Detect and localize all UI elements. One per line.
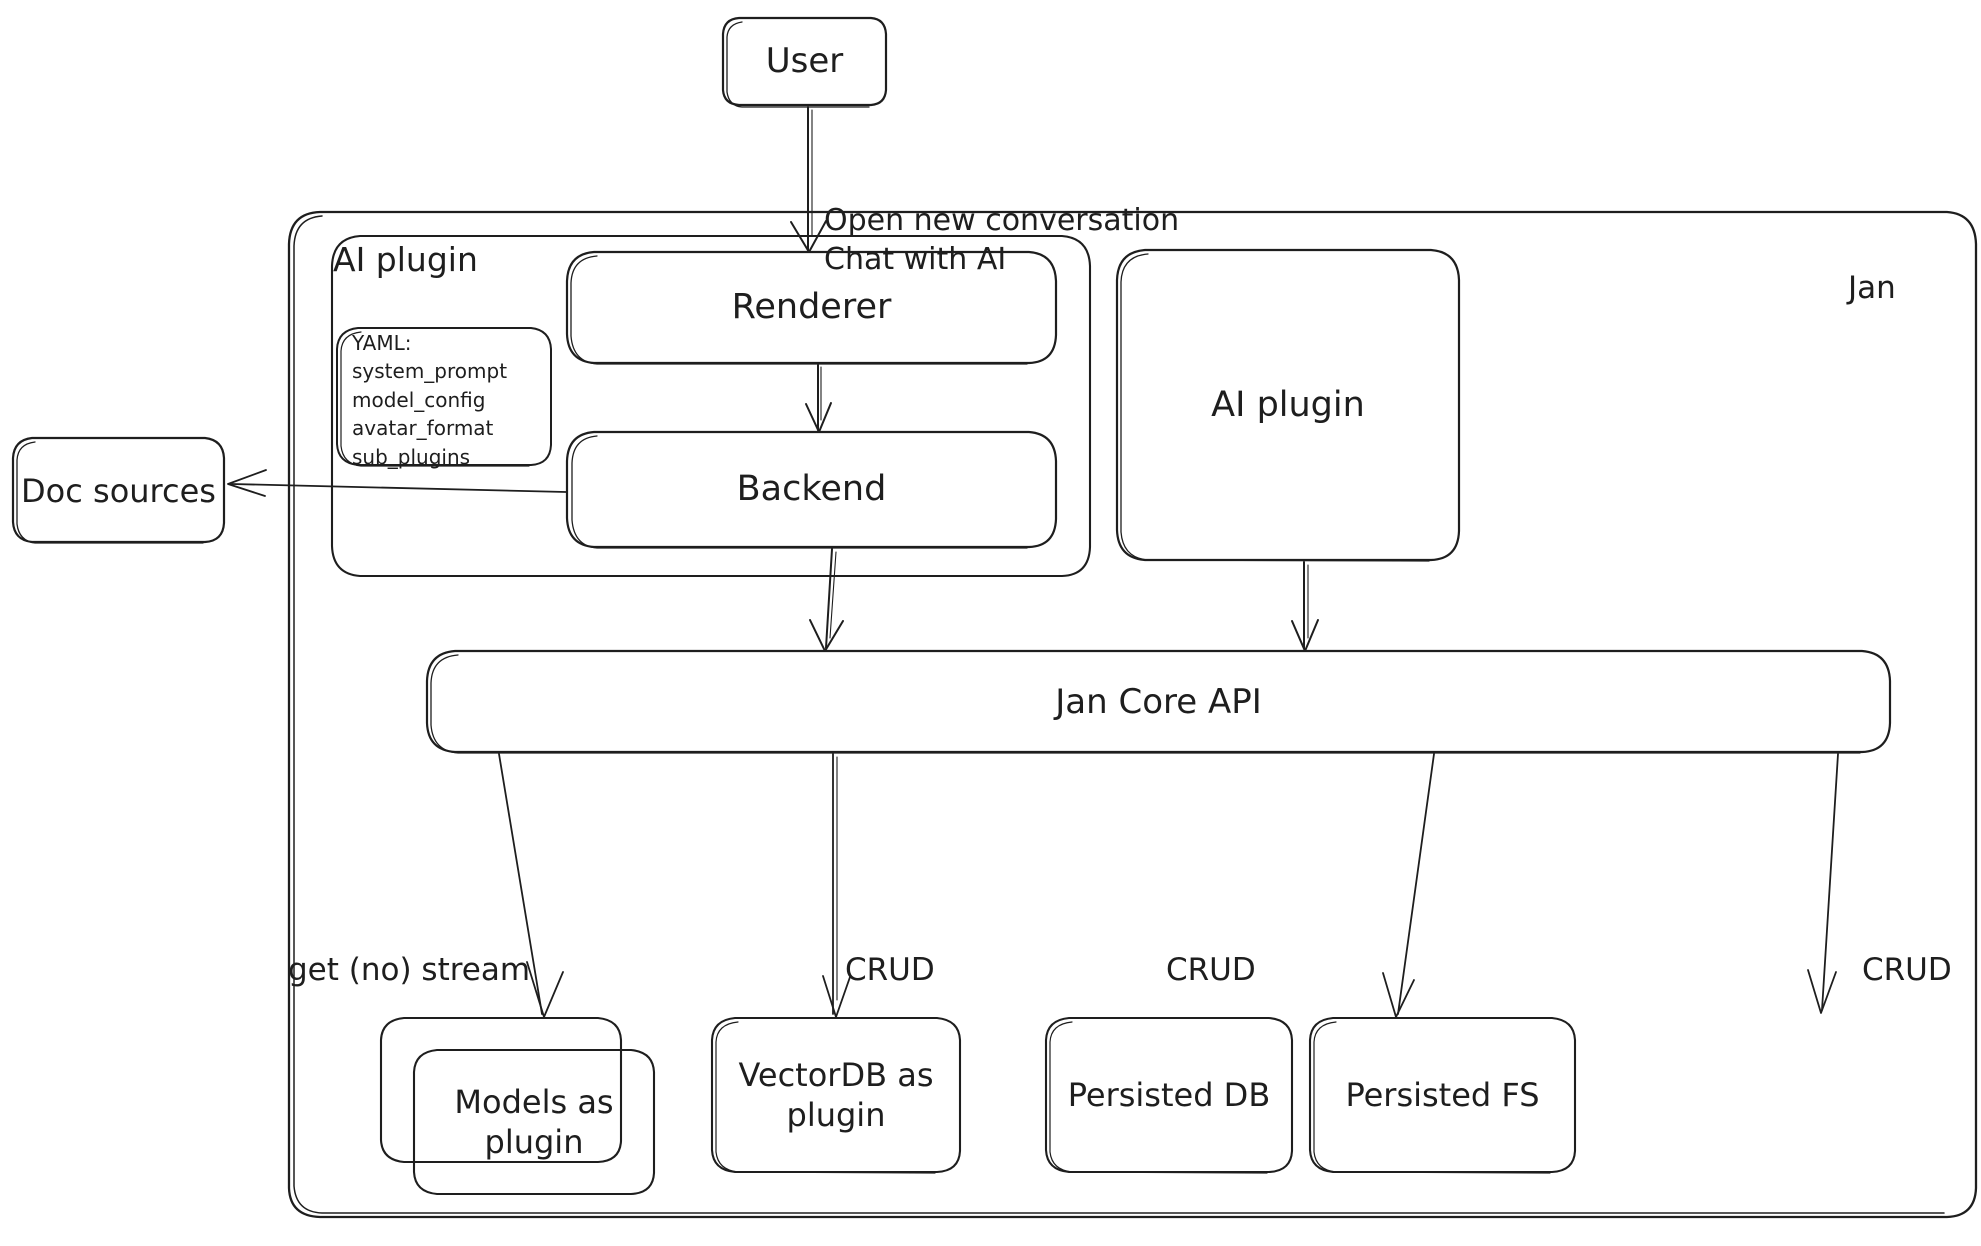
renderer-box-label: Renderer bbox=[731, 287, 892, 328]
models-plugin-front-card bbox=[412, 1048, 656, 1196]
vectordb-plugin-box-outline bbox=[710, 1016, 962, 1174]
user-box-label: User bbox=[765, 41, 844, 82]
arrow-core-to-models bbox=[498, 753, 543, 1015]
yaml-box[interactable]: YAML: system_prompt model_config avatar_… bbox=[352, 331, 548, 469]
arrow-core-to-persisted-db-head bbox=[1382, 972, 1415, 1018]
backend-box-outline bbox=[565, 430, 1058, 549]
ai-plugin-box[interactable]: AI plugin bbox=[1117, 250, 1459, 561]
persisted-fs-box-outline bbox=[1308, 1016, 1577, 1174]
persisted-db-box[interactable]: Persisted DB bbox=[1046, 1018, 1292, 1172]
jan-core-api-box-outline bbox=[425, 649, 1892, 754]
doc-sources-box-outline bbox=[11, 436, 226, 544]
doc-sources-box-outline-2 bbox=[16, 441, 204, 544]
jan-core-api-box-outline-2 bbox=[430, 654, 1861, 754]
edge-label-user-to-renderer-text: Open new conversation Chat with AI bbox=[824, 203, 1180, 277]
yaml-item-system-prompt: system_prompt bbox=[352, 359, 508, 384]
ai-plugin-group-outline bbox=[330, 234, 1092, 578]
jan-core-api-box-label: Jan Core API bbox=[1055, 681, 1262, 722]
persisted-db-box-label: Persisted DB bbox=[1067, 1076, 1271, 1114]
backend-box-label: Backend bbox=[736, 469, 887, 510]
arrow-core-to-persisted-db bbox=[1397, 753, 1435, 1015]
renderer-box-outline bbox=[565, 250, 1058, 365]
models-plugin-back-card bbox=[379, 1016, 623, 1164]
yaml-box-outline bbox=[336, 327, 552, 466]
persisted-fs-box-label: Persisted FS bbox=[1345, 1076, 1540, 1114]
edge-label-core-to-models: get (no) stream bbox=[288, 952, 531, 988]
jan-core-api-box[interactable]: Jan Core API bbox=[427, 651, 1890, 753]
yaml-box-outline-2 bbox=[340, 331, 530, 467]
yaml-item-model-config: model_config bbox=[352, 387, 486, 412]
models-plugin-box[interactable]: Models as plugin bbox=[414, 1050, 654, 1194]
vectordb-plugin-box-label: VectorDB as plugin bbox=[738, 1056, 934, 1134]
arrow-core-to-models-head bbox=[526, 961, 564, 1018]
renderer-box-outline-2 bbox=[570, 255, 1028, 365]
user-box-outline-2 bbox=[726, 21, 870, 108]
persisted-fs-box-outline-2 bbox=[1313, 1021, 1551, 1174]
arrow-core-to-persisted-fs bbox=[1821, 753, 1839, 1011]
backend-box-outline-2 bbox=[571, 435, 1028, 549]
arrow-core-to-vectordb-head bbox=[822, 975, 851, 1018]
edge-label-core-to-persisted-db: CRUD bbox=[1166, 952, 1256, 988]
arrow-backend-to-doc-sources-head bbox=[227, 469, 267, 497]
ai-plugin-box-label: AI plugin bbox=[1211, 384, 1365, 425]
user-box[interactable]: User bbox=[723, 18, 886, 105]
jan-container-label: Jan bbox=[1848, 270, 1896, 306]
models-plugin-box-label: Models as plugin bbox=[454, 1083, 614, 1161]
edge-label-core-to-persisted-fs: CRUD bbox=[1862, 952, 1952, 988]
persisted-db-box-outline bbox=[1044, 1016, 1294, 1174]
persisted-fs-box[interactable]: Persisted FS bbox=[1310, 1018, 1575, 1172]
arrow-renderer-to-backend-head bbox=[805, 402, 832, 433]
arrow-core-to-persisted-fs-head bbox=[1807, 969, 1837, 1014]
yaml-item-avatar-format: avatar_format bbox=[352, 416, 494, 441]
yaml-item-sub-plugins: sub_plugins bbox=[352, 444, 471, 469]
ai-plugin-box-outline bbox=[1115, 248, 1461, 562]
renderer-box[interactable]: Renderer bbox=[567, 252, 1056, 364]
arrow-user-to-renderer-head bbox=[790, 220, 827, 253]
edge-label-user-to-renderer: Open new conversation Chat with AI bbox=[824, 123, 1179, 318]
vectordb-plugin-box-outline-2 bbox=[715, 1021, 936, 1174]
arrow-backend-to-core-2 bbox=[829, 551, 837, 639]
edge-label-core-to-vectordb: CRUD bbox=[845, 952, 935, 988]
arrow-backend-to-core-head bbox=[809, 619, 844, 652]
persisted-db-box-outline-2 bbox=[1049, 1021, 1268, 1174]
arrow-backend-to-doc-sources bbox=[231, 483, 567, 493]
vectordb-plugin-box[interactable]: VectorDB as plugin bbox=[712, 1018, 960, 1172]
user-box-outline bbox=[721, 16, 888, 107]
jan-container-outline bbox=[287, 210, 1978, 1219]
arrow-backend-to-core bbox=[825, 548, 833, 649]
arrow-aiplugin-to-core-head bbox=[1291, 619, 1319, 652]
ai-plugin-box-outline-2 bbox=[1120, 253, 1430, 562]
ai-plugin-group-label: AI plugin bbox=[333, 240, 478, 279]
yaml-box-title: YAML: bbox=[352, 331, 412, 356]
doc-sources-box[interactable]: Doc sources bbox=[13, 438, 224, 543]
doc-sources-box-label: Doc sources bbox=[21, 471, 216, 510]
jan-container-outline-2 bbox=[293, 215, 1945, 1214]
backend-box[interactable]: Backend bbox=[567, 432, 1056, 548]
